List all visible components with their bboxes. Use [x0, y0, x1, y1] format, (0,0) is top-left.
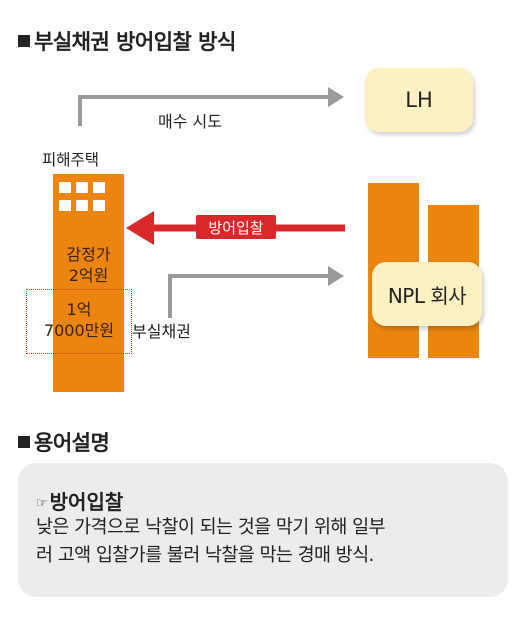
bad-debt-arrowhead [328, 266, 344, 286]
appraisal-label: 감정가 [66, 245, 111, 264]
lh-label: LH [405, 88, 433, 112]
bad-debt-arrow [168, 274, 330, 318]
lh-box: LH [365, 68, 473, 132]
glossary-line1: 낮은 가격으로 낙찰이 되는 것을 막기 위해 일부 [36, 517, 386, 538]
glossary-box [18, 463, 508, 597]
appraisal-value: 2억원 [68, 266, 109, 285]
debt-value-line1: 1억 [66, 300, 92, 319]
npl-company-box: NPL 회사 [372, 262, 482, 326]
purchase-attempt-label: 매수 시도 [158, 112, 222, 131]
glossary-description: 낮은 가격으로 낙찰이 되는 것을 막기 위해 일부 러 고액 입찰가를 불러 … [36, 514, 496, 570]
section-title-glossary: 용어설명 [18, 427, 110, 457]
glossary-line2: 러 고액 입찰가를 불러 낙찰을 막는 경매 방식. [36, 545, 374, 566]
appraisal-text: 감정가 2억원 [53, 244, 124, 286]
section-title-method: 부실채권 방어입찰 방식 [18, 26, 236, 56]
debt-amount-box [26, 289, 132, 354]
defensive-bid-label: 방어입찰 [208, 218, 264, 237]
npl-label: NPL 회사 [387, 283, 467, 308]
pointing-hand-icon: ☞ [36, 496, 48, 511]
method-title-text: 부실채권 방어입찰 방식 [34, 30, 236, 54]
debt-value-line2: 7000만원 [43, 321, 115, 340]
glossary-term: ☞방어입찰 [36, 486, 123, 515]
window-icon [93, 182, 105, 193]
window-icon [76, 200, 88, 211]
defensive-bid-tag: 방어입찰 [196, 215, 276, 239]
glossary-term-text: 방어입찰 [49, 490, 124, 514]
window-icon [93, 200, 105, 211]
square-bullet-icon [18, 436, 30, 448]
defensive-bid-arrowhead [126, 211, 154, 245]
debt-amount-text: 1억 7000만원 [26, 299, 132, 341]
bad-debt-label: 부실채권 [132, 322, 191, 341]
window-icon [59, 200, 71, 211]
window-icon [76, 182, 88, 193]
purchase-arrowhead [328, 87, 344, 107]
victim-house-label: 피해주택 [42, 151, 100, 169]
purchase-attempt-arrow [78, 95, 330, 126]
victim-house-building [53, 174, 124, 392]
window-icon [59, 182, 71, 193]
square-bullet-icon [18, 35, 30, 47]
glossary-title-text: 용어설명 [34, 431, 110, 455]
